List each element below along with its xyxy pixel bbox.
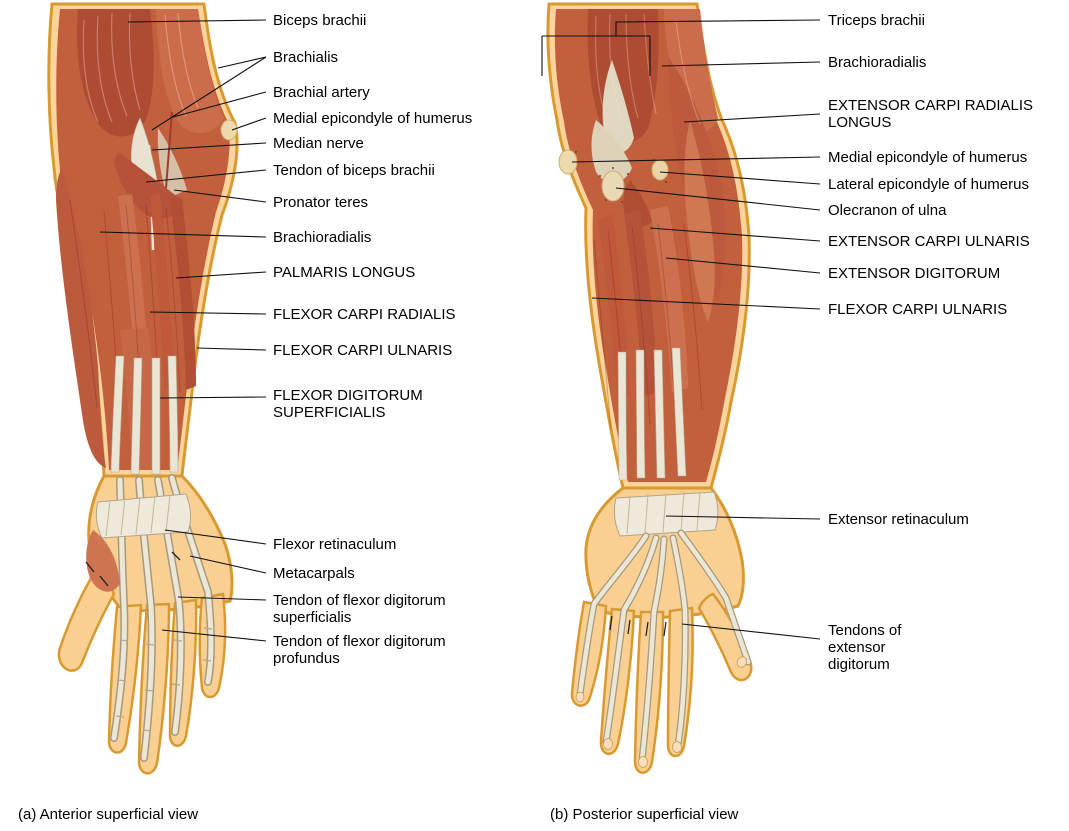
leader-flexor-carpi-ulnaris-a [196, 347, 267, 351]
anterior-arm-illustration [47, 2, 239, 775]
brachialis-muscle [156, 9, 224, 133]
flexor-carpi-ulnaris-muscle [170, 198, 196, 390]
label-medial-epicondyle-b: Medial epicondyle of humerus [828, 149, 1028, 166]
extensor-carpi-ulnaris-muscle [624, 210, 658, 396]
label-triceps-brachii: Triceps brachii [828, 12, 925, 29]
label-flexor-carpi-ulnaris-b: FLEXOR CARPI ULNARIS [828, 301, 1008, 318]
label-medial-epicondyle-a: Medial epicondyle of humerus [273, 110, 473, 127]
leader-medial-epicondyle-a [231, 117, 267, 131]
triceps-lateral-head [664, 9, 718, 132]
label-brachioradialis-b: Brachioradialis [828, 54, 927, 71]
fingernails [575, 656, 748, 768]
leader-tendons-extensor-digitorum [681, 623, 821, 640]
leader-extensor-retinaculum [665, 515, 821, 520]
leader-pronator-teres [173, 189, 267, 203]
posterior-striations-light [594, 13, 701, 125]
biceps-brachii-muscle [76, 9, 154, 137]
leader-extensor-carpi-ulnaris [649, 227, 821, 242]
label-flexor-carpi-ulnaris-a: FLEXOR CARPI ULNARIS [273, 342, 453, 359]
label-extensor-digitorum: EXTENSOR DIGITORUM [828, 265, 1001, 282]
label-extensor-carpi-radialis-longus: EXTENSOR CARPI RADIALIS LONGUS [828, 97, 1034, 131]
triceps-tendon [602, 60, 634, 153]
leader-brachial-artery [172, 91, 267, 118]
leader-palmaris-longus [175, 271, 267, 279]
label-metacarpals: Metacarpals [273, 565, 355, 582]
brachial-artery-line [165, 111, 173, 189]
elbow-fascia [591, 120, 632, 183]
olecranon [601, 170, 625, 202]
label-palmaris-longus: PALMARIS LONGUS [273, 264, 416, 281]
label-pronator-teres: Pronator teres [273, 194, 369, 211]
label-brachioradialis-a: Brachioradialis [273, 229, 372, 246]
label-extensor-retinaculum: Extensor retinaculum [828, 511, 969, 528]
pronator-teres-muscle [114, 152, 184, 219]
extensor-retinaculum-band [613, 491, 719, 537]
leader-brachioradialis-b [661, 61, 821, 67]
bone-stipple-dots [575, 151, 667, 203]
anterior-finger-tendon-marks [115, 627, 213, 732]
label-tendon-of-fds: Tendon of flexor digitorum superficialis [273, 592, 446, 626]
extensor-digitorum-muscle [650, 206, 688, 392]
label-brachial-artery: Brachial artery [273, 84, 370, 101]
label-biceps-brachii: Biceps brachii [273, 12, 367, 29]
leader-brachialis [151, 56, 267, 131]
leader-tendon-fdp [161, 629, 267, 642]
anterior-striations-dark [69, 199, 181, 421]
leader-extensor-carpi-radialis-longus [683, 113, 821, 123]
caption-posterior-view: (b) Posterior superficial view [550, 806, 739, 823]
extensor-retinaculum-hatch [626, 491, 701, 535]
leader-lines-posterior [541, 19, 821, 640]
leader-flexor-carpi-radialis [149, 311, 267, 315]
brachioradialis-anterior-muscle [56, 168, 106, 468]
label-tendons-of-extensor-digitorum: Tendons of extensor digitorum [828, 622, 902, 673]
label-lateral-epicondyle: Lateral epicondyle of humerus [828, 176, 1029, 193]
leader-metacarpals [189, 555, 267, 574]
label-brachialis: Brachialis [273, 49, 339, 66]
leader-extensor-digitorum [665, 257, 821, 274]
label-median-nerve: Median nerve [273, 135, 364, 152]
leader-biceps-brachii [127, 19, 267, 23]
label-flexor-carpi-radialis: FLEXOR CARPI RADIALIS [273, 306, 456, 323]
posterior-wrist-tendons [617, 347, 687, 481]
leader-olecranon [615, 187, 821, 211]
leader-lateral-epicondyle [659, 171, 821, 185]
leader-medial-epicondyle-b [571, 156, 821, 163]
leader-flexor-retinaculum [164, 529, 267, 545]
caption-anterior-view: (a) Anterior superficial view [18, 806, 199, 823]
leader-triceps-brachii [541, 19, 821, 76]
posterior-hand-tendons [576, 529, 752, 764]
metacarpal-marks [85, 551, 181, 587]
anterior-striations-light [82, 12, 199, 123]
leader-brachioradialis-a [99, 231, 267, 238]
medial-epicondyle-anterior [220, 119, 238, 141]
lateral-epicondyle [651, 159, 669, 181]
label-flexor-digitorum-superficialis: FLEXOR DIGITORUM SUPERFICIALIS [273, 387, 423, 421]
label-extensor-carpi-ulnaris: EXTENSOR CARPI ULNARIS [828, 233, 1030, 250]
anterior-wrist-tendons [110, 355, 179, 475]
palmaris-longus-muscle [150, 192, 175, 388]
posterior-arm-illustration [546, 2, 753, 774]
extensor-carpi-radialis-longus-muscle [684, 120, 715, 322]
leader-flexor-digitorum-superficialis [159, 396, 267, 399]
leader-lines-anterior [99, 19, 267, 642]
label-olecranon-of-ulna: Olecranon of ulna [828, 202, 947, 219]
thenar-muscle [86, 530, 120, 592]
posterior-striations-dark [593, 223, 703, 431]
leader-flexor-carpi-ulnaris-b [591, 297, 821, 310]
leader-median-nerve [151, 142, 267, 151]
tendon-tick-marks [609, 615, 667, 637]
label-tendon-of-biceps-brachii: Tendon of biceps brachii [273, 162, 435, 179]
leader-tendon-biceps [145, 169, 267, 183]
label-flexor-retinaculum: Flexor retinaculum [273, 536, 397, 553]
flexor-retinaculum-hatch [105, 494, 171, 537]
leader-tendon-fds [177, 596, 267, 601]
label-tendon-of-fdp: Tendon of flexor digitorum profundus [273, 633, 446, 667]
